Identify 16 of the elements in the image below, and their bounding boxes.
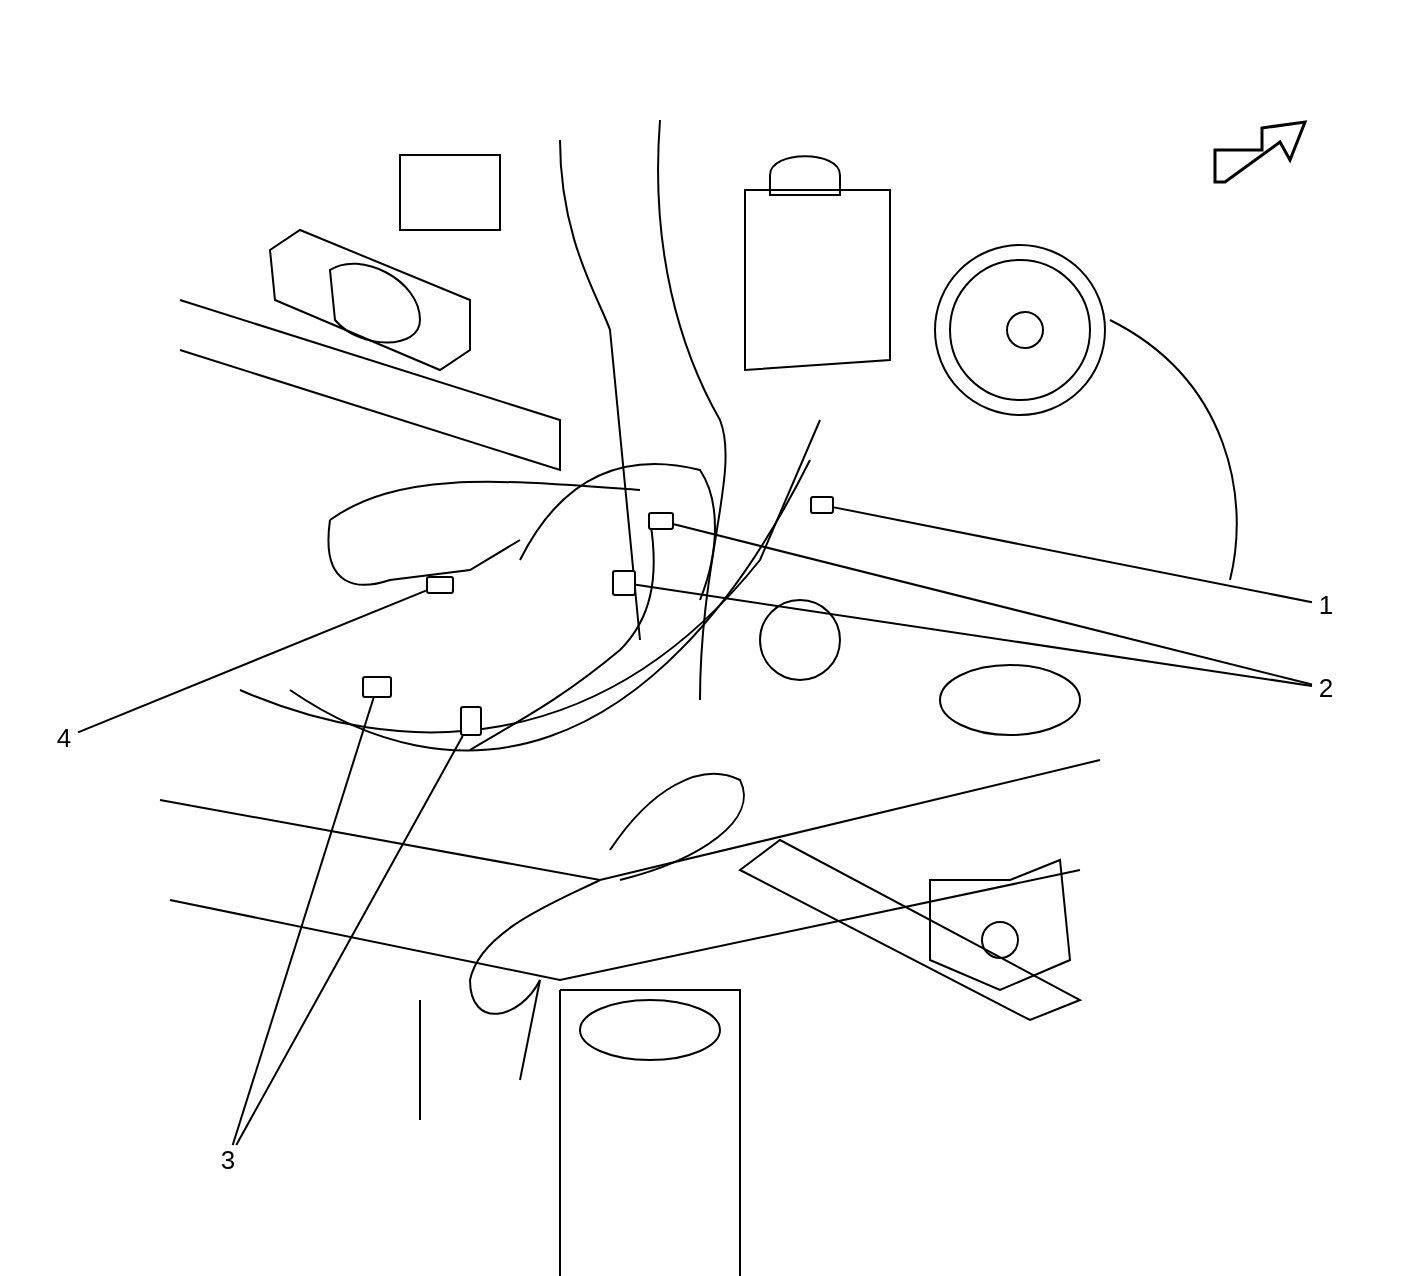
leader-line (635, 583, 1313, 687)
leader-line (231, 697, 375, 1146)
callout-number: 4 (50, 723, 78, 753)
callout-number: 1 (1312, 590, 1340, 620)
leader-line (673, 523, 1313, 686)
leader-line (833, 506, 1313, 604)
connector-part (612, 570, 636, 596)
leader-line (235, 735, 464, 1146)
connector-part (460, 706, 482, 736)
connector-part (648, 512, 674, 530)
connector-part (810, 496, 834, 514)
callout-number: 2 (1312, 673, 1340, 703)
leader-line (77, 589, 427, 734)
connector-part (426, 576, 454, 594)
callout-number: 3 (214, 1145, 242, 1175)
connector-part (362, 676, 392, 698)
